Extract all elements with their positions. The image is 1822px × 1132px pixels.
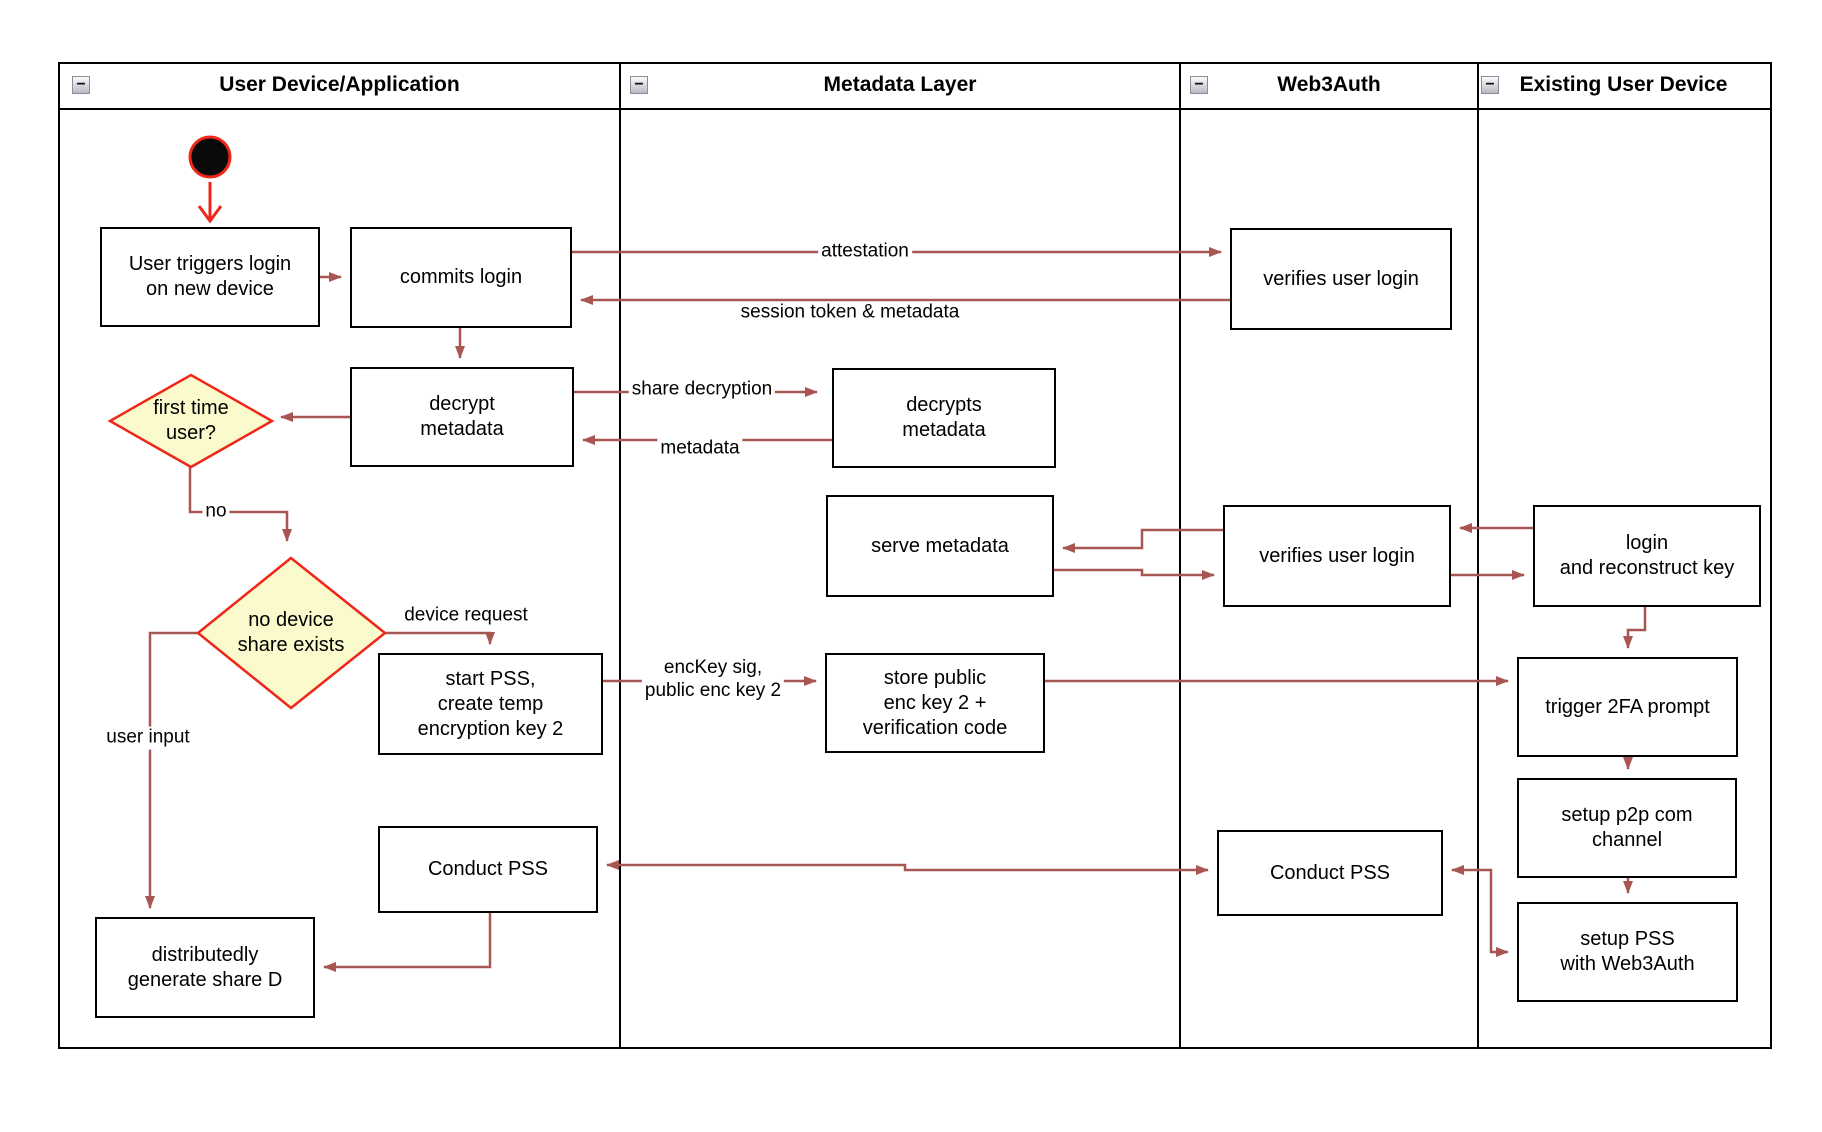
start-node <box>188 135 232 179</box>
edge-label-device-request: device request <box>404 604 528 626</box>
node-serve-metadata[interactable]: serve metadata <box>826 495 1054 597</box>
edge-no-branch <box>188 467 292 542</box>
collapse-icon[interactable]: − <box>630 76 648 94</box>
node-distributedly-generate-share-d[interactable]: distributedly generate share D <box>95 917 315 1018</box>
collapse-icon[interactable]: − <box>1190 76 1208 94</box>
label-first-time-user[interactable]: first time user? <box>153 397 229 444</box>
node-trigger-2fa-prompt[interactable]: trigger 2FA prompt <box>1517 657 1738 757</box>
node-verifies-user-login-2[interactable]: verifies user login <box>1223 505 1451 607</box>
edge-user-input <box>145 631 198 909</box>
node-verifies-user-login-1[interactable]: verifies user login <box>1230 228 1452 330</box>
lane-header-existing-user-device[interactable]: Existing User Device <box>1519 73 1728 96</box>
edge-serve-to-verifies <box>1054 568 1215 580</box>
lane-divider-2 <box>1179 62 1181 1047</box>
node-setup-p2p-channel[interactable]: setup p2p com channel <box>1517 778 1737 878</box>
edge-label-session-token: session token & metadata <box>740 301 960 323</box>
diamond-first-time-user <box>107 373 275 469</box>
edge-label-user-input: user input <box>103 726 193 750</box>
collapse-icon[interactable]: − <box>72 76 90 94</box>
edge-label-attestation: attestation <box>818 240 912 264</box>
edge-conduct-to-share-d <box>323 913 492 972</box>
node-commits-login[interactable]: commits login <box>350 227 572 328</box>
node-decrypt-metadata[interactable]: decrypt metadata <box>350 367 574 467</box>
node-setup-pss-web3auth[interactable]: setup PSS with Web3Auth <box>1517 902 1738 1002</box>
lane-header-web3auth[interactable]: Web3Auth <box>1277 73 1381 96</box>
collapse-icon[interactable]: − <box>1481 76 1499 94</box>
node-decrypts-metadata[interactable]: decrypts metadata <box>832 368 1056 468</box>
node-start-pss[interactable]: start PSS, create temp encryption key 2 <box>378 653 603 755</box>
node-login-reconstruct-key[interactable]: login and reconstruct key <box>1533 505 1761 607</box>
node-conduct-pss-web3auth[interactable]: Conduct PSS <box>1217 830 1443 916</box>
diamond-no-device-share <box>196 556 388 710</box>
edge-login-to-2fa <box>1623 607 1647 649</box>
lane-header-metadata-layer[interactable]: Metadata Layer <box>823 73 977 96</box>
label-no-device-share[interactable]: no device share exists <box>237 609 345 656</box>
edge-conduct-pss-link <box>606 860 1209 875</box>
edge-label-share-decryption: share decryption <box>628 378 776 402</box>
diagram-border <box>58 62 1772 1049</box>
node-store-public-enc-key[interactable]: store public enc key 2 + verification co… <box>825 653 1045 753</box>
node-conduct-pss-user-device[interactable]: Conduct PSS <box>378 826 598 913</box>
edge-device-request <box>385 631 495 645</box>
header-divider <box>58 108 1770 110</box>
start-arrow <box>197 182 223 224</box>
edge-label-no: no <box>202 500 230 524</box>
edge-label-metadata: metadata <box>657 437 743 461</box>
lane-divider-3 <box>1477 62 1479 1047</box>
lane-header-user-device[interactable]: User Device/Application <box>219 73 460 96</box>
edge-label-enckey: encKey sig, public enc key 2 <box>641 657 785 703</box>
lane-divider-1 <box>619 62 621 1047</box>
edge-verifies-to-serve <box>1062 528 1223 553</box>
node-user-triggers-login[interactable]: User triggers login on new device <box>100 227 320 327</box>
edge-setup-pss-conduct <box>1451 865 1509 957</box>
